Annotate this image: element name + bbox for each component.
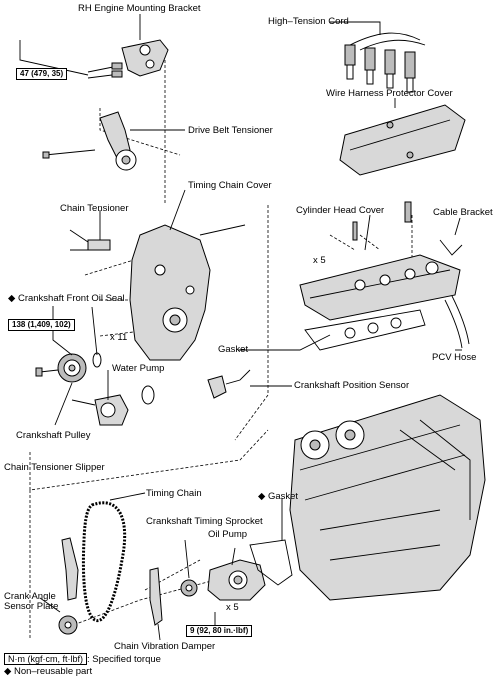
non-reusable-marker: ◆ [8, 293, 16, 304]
torque-box-pulley: 138 (1,409, 102) [8, 319, 75, 331]
torque-box-oil-pump: 9 (92, 80 in.·lbf) [186, 625, 253, 637]
label-water-pump: Water Pump [112, 363, 165, 374]
oil-pump-part [207, 559, 266, 601]
legend-non-reusable: ◆ Non–reusable part [4, 666, 92, 677]
wire-harness-protector-cover-part [339, 104, 466, 176]
label-crankshaft-position-sensor: Crankshaft Position Sensor [294, 380, 410, 391]
label-timing-chain: Timing Chain [146, 488, 202, 499]
label-timing-chain-cover: Timing Chain Cover [188, 180, 272, 191]
water-pump-part [71, 385, 155, 426]
label-crankshaft-front-oil-seal: ◆ Crankshaft Front Oil Seal [8, 293, 125, 304]
gasket-text: Gasket [267, 491, 299, 502]
high-tension-cord-part [344, 32, 426, 93]
chain-vibration-damper-part [149, 567, 163, 626]
oil-seal-text: Crankshaft Front Oil Seal [17, 293, 125, 304]
chain-tensioner-part [69, 229, 111, 251]
label-high-tension-cord: High–Tension Cord [268, 16, 349, 27]
label-drive-belt-tensioner: Drive Belt Tensioner [188, 125, 273, 136]
rh-engine-mounting-bracket [87, 39, 169, 79]
label-gasket-lower: ◆ Gasket [258, 491, 298, 502]
timing-chain-cover [129, 224, 246, 361]
label-crankshaft-timing-sprocket: Crankshaft Timing Sprocket [146, 516, 263, 527]
legend-unit-text: : Specified torque [87, 654, 161, 665]
crank-angle-sensor-plate-part [58, 615, 78, 635]
crankshaft-position-sensor-part [207, 369, 251, 399]
chain-tensioner-slipper-part [61, 537, 79, 601]
crankshaft-pulley-part [35, 352, 102, 383]
label-chain-vibration-damper: Chain Vibration Damper [114, 641, 216, 652]
torque-box-bracket: 47 (479, 35) [16, 68, 68, 80]
oil-pump-gasket-part [249, 539, 293, 586]
legend-unit-box: N·m (kgf·cm, ft·lbf) [4, 653, 87, 665]
label-chain-tensioner: Chain Tensioner [60, 203, 129, 214]
non-reusable-marker: ◆ [4, 666, 12, 677]
leader-lines [19, 14, 462, 641]
label-cylinder-head-cover: Cylinder Head Cover [296, 205, 385, 216]
pcv-hose-part [444, 295, 470, 349]
non-reusable-marker: ◆ [258, 491, 266, 502]
label-oil-pump: Oil Pump [208, 529, 248, 540]
label-x11: x 11 [110, 332, 128, 343]
label-crankshaft-pulley: Crankshaft Pulley [16, 430, 91, 441]
crankshaft-timing-sprocket-part [180, 579, 198, 597]
label-pcv-hose: PCV Hose [432, 352, 477, 363]
label-gasket-upper: Gasket [218, 344, 249, 355]
head-cover-gasket-part [304, 309, 426, 351]
timing-chain-part [81, 501, 127, 623]
label-chain-tensioner-slipper: Chain Tensioner Slipper [4, 462, 105, 473]
label-wire-harness-protector-cover: Wire Harness Protector Cover [326, 88, 453, 99]
engine-block [289, 394, 486, 601]
legend-non-reusable-text: Non–reusable part [13, 666, 93, 677]
label-cable-bracket: Cable Bracket [433, 207, 493, 218]
label-rh-engine-mounting-bracket: RH Engine Mounting Bracket [78, 3, 201, 14]
drive-belt-tensioner [42, 111, 137, 171]
legend-torque: N·m (kgf·cm, ft·lbf): Specified torque [4, 653, 161, 665]
label-crank-angle-sensor-plate: Crank Angle Sensor Plate [4, 591, 59, 612]
cylinder-head-cover-part [299, 201, 463, 321]
label-x5-lower: x 5 [226, 602, 239, 613]
label-x5-upper: x 5 [313, 255, 326, 266]
